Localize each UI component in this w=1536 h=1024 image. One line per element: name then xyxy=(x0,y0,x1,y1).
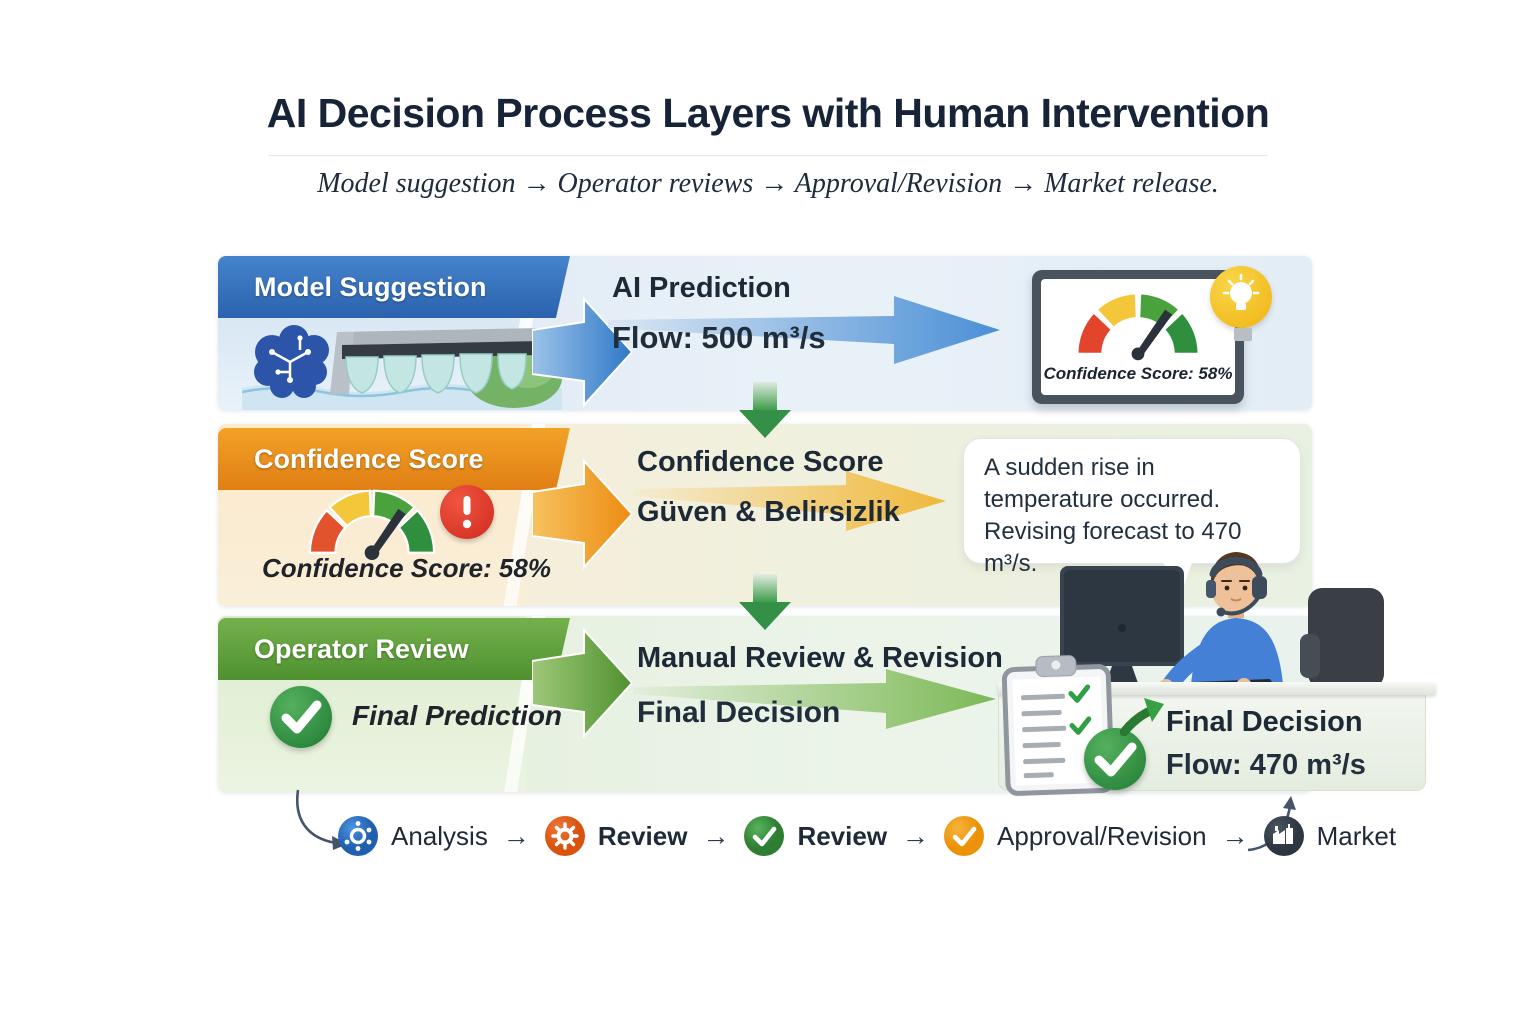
layer1-header: Model Suggestion xyxy=(218,256,570,318)
monitor-caption: Confidence Score: 58% xyxy=(1043,364,1233,383)
layer2-subheading: Güven & Belirsizlik xyxy=(637,496,900,528)
confidence-monitor: Confidence Score: 58% xyxy=(1032,270,1244,404)
layer2-header: Confidence Score xyxy=(218,428,570,490)
gauge-caption: Confidence Score: 58% xyxy=(262,553,551,583)
final-decision-title: Final Decision xyxy=(1166,706,1363,738)
down-arrow-icon xyxy=(739,382,791,438)
layer1-heading: AI Prediction xyxy=(612,272,791,304)
check-icon xyxy=(270,686,332,748)
alert-icon xyxy=(440,485,494,539)
mini-flow-arrow: → xyxy=(702,820,730,851)
ai-brain-dam-illustration xyxy=(242,325,562,410)
bulb-base xyxy=(1234,328,1252,341)
layer2-chevron-arrow-icon xyxy=(532,458,632,570)
confidence-gauge-icon xyxy=(308,489,436,560)
layer-model-suggestion: Model Suggestion xyxy=(218,256,1312,410)
layer3-chevron-arrow-icon xyxy=(532,627,632,739)
layer1-flow-arrow-icon xyxy=(608,296,1000,364)
layer1-chevron-arrow-icon xyxy=(532,296,632,408)
mini-step-label: Approval/Revision xyxy=(997,820,1207,851)
subtitle: Model suggestion → Operator reviews → Ap… xyxy=(317,168,1219,199)
down-arrow-icon xyxy=(739,574,791,630)
speech-bubble: A sudden rise in temperature occurred. R… xyxy=(963,438,1301,577)
layer2-flow-arrow-icon xyxy=(634,471,946,531)
mini-flow-arrow: → xyxy=(1221,820,1249,851)
up-trend-arrow-icon xyxy=(1120,698,1164,736)
layer-confidence-score: Confidence Score Confidence Score: 58% xyxy=(218,424,1312,606)
mini-step-label: Review xyxy=(597,820,688,851)
title-divider xyxy=(268,155,1268,156)
final-decision-value: Flow: 470 m³/s xyxy=(1166,749,1366,781)
headset-icon xyxy=(1209,557,1263,578)
layer1-value: Flow: 500 m³/s xyxy=(612,320,826,355)
process-mini-flow: Analysis → Review → Review → xyxy=(338,816,1396,856)
page-title: AI Decision Process Layers with Human In… xyxy=(266,90,1270,136)
review-gear-icon xyxy=(544,816,585,856)
mini-step-label: Analysis xyxy=(391,820,488,851)
layer3-heading: Manual Review & Revision xyxy=(637,642,1003,674)
layer3-flow-arrow-icon xyxy=(634,669,996,729)
analysis-gear-network-icon xyxy=(338,816,378,856)
approved-check-icon xyxy=(1084,728,1146,790)
layer2-heading: Confidence Score xyxy=(637,446,884,478)
review-check-icon xyxy=(744,816,785,856)
lightbulb-icon xyxy=(1210,266,1272,328)
monitor-screen: Confidence Score: 58% xyxy=(1041,279,1235,395)
layer3-subheading: Final Decision xyxy=(637,696,841,729)
mini-flow-arrow: → xyxy=(902,820,930,851)
layer3-header: Operator Review xyxy=(218,618,570,680)
mini-flow-arrow: → xyxy=(502,820,530,851)
mini-step-label: Review xyxy=(797,820,888,851)
mini-step-label: Market xyxy=(1316,820,1397,851)
confidence-gauge-icon xyxy=(1076,292,1200,361)
market-factory-icon xyxy=(1263,816,1304,856)
check-caption: Final Prediction xyxy=(352,700,563,731)
approval-check-icon xyxy=(944,816,985,856)
